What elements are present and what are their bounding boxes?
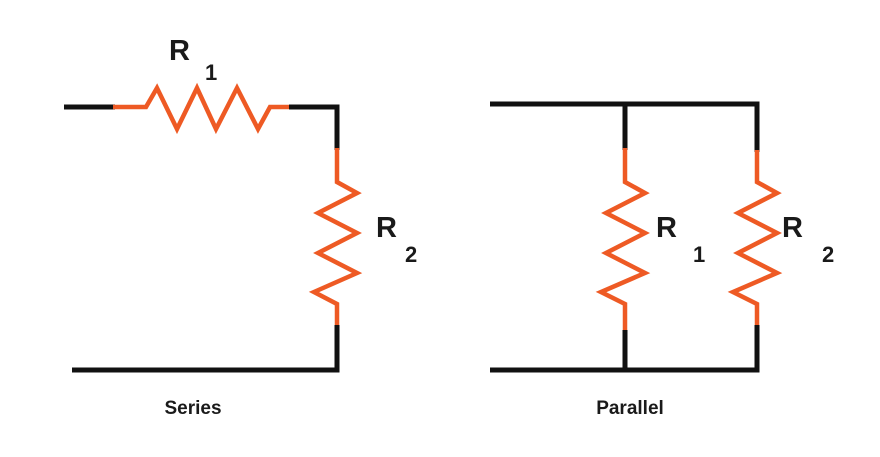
- series-circuit: R 1 R 2 Series: [64, 35, 417, 419]
- parallel-wire-top: [490, 101, 760, 152]
- series-wire-top-right: [289, 104, 340, 150]
- parallel-r1-subscript: 1: [693, 242, 705, 267]
- parallel-r2-label: R: [782, 212, 803, 244]
- parallel-resistor-r2: [727, 150, 783, 327]
- series-r2-label: R: [376, 212, 397, 244]
- series-r1-subscript: 1: [205, 60, 217, 85]
- series-resistor-r2: [308, 148, 363, 327]
- parallel-circuit: R 1 R 2 Parallel: [490, 101, 834, 419]
- parallel-wire-bottom: [490, 325, 760, 373]
- parallel-r2-subscript: 2: [822, 242, 834, 267]
- parallel-r1-label: R: [656, 212, 677, 244]
- series-r2-subscript: 2: [405, 242, 417, 267]
- series-caption: Series: [164, 398, 221, 419]
- series-resistor-r1: [113, 82, 291, 135]
- parallel-caption: Parallel: [596, 398, 664, 419]
- series-wire-bottom: [72, 325, 340, 373]
- parallel-resistor-r1: [595, 148, 651, 332]
- series-r1-label: R: [169, 35, 190, 67]
